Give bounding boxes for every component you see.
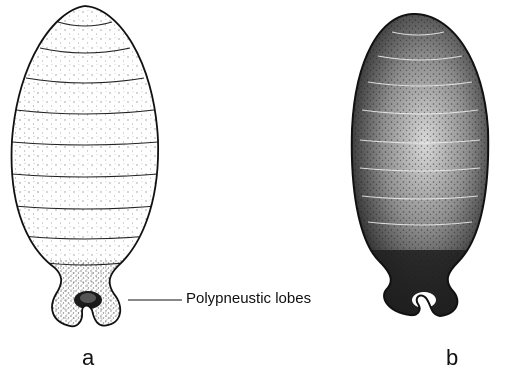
panel-label-a: a [82, 346, 94, 370]
polypneustic-lobes-label: Polypneustic lobes [186, 290, 311, 308]
pupa-b [340, 0, 510, 340]
panel-label-b: b [446, 346, 458, 370]
pupa-a [0, 0, 180, 340]
